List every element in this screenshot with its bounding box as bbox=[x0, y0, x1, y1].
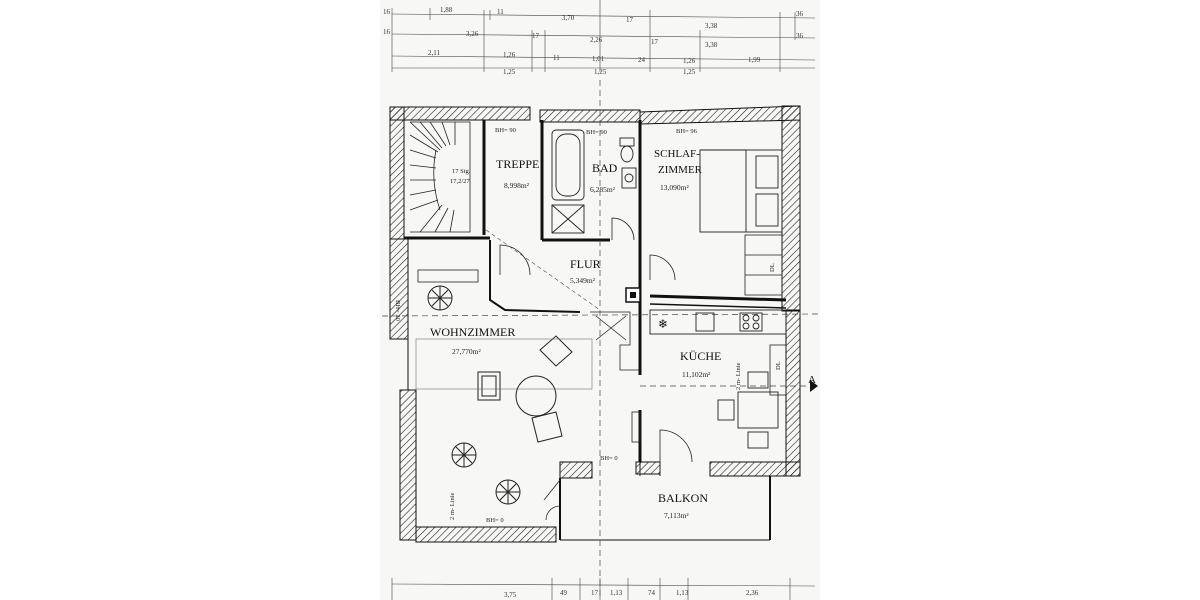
dim-text: 3,75 bbox=[504, 591, 517, 599]
bad-door-swing bbox=[611, 217, 635, 241]
dimension-row-3: 2,11 1,26 11 1,01 24 1,26 1,99 bbox=[428, 49, 761, 65]
stairs-count: 17 Stg. bbox=[452, 168, 471, 175]
room-name-treppe: TREPPE bbox=[496, 157, 539, 171]
room-name-bad: BAD bbox=[592, 161, 618, 175]
dim-text: 1,25 bbox=[683, 68, 696, 76]
toilet bbox=[619, 137, 635, 163]
dim-text: 17 bbox=[626, 16, 634, 24]
room-area-balkon: 7,113m² bbox=[664, 511, 689, 520]
dim-text: 1,88 bbox=[440, 6, 453, 14]
section-marker: A bbox=[808, 374, 816, 386]
dim-text: 3,38 bbox=[705, 41, 718, 49]
bh-balkon: BH= 0 bbox=[600, 455, 618, 462]
dim-text: 2,26 bbox=[590, 36, 603, 44]
flur-door-swing bbox=[499, 244, 531, 276]
bh-bad: BH= 90 bbox=[586, 129, 607, 136]
dim-text: 1,13 bbox=[610, 589, 623, 597]
balkon-door bbox=[639, 462, 661, 476]
bh-wohn-side: BH= 30 bbox=[394, 300, 401, 321]
dl-label: DL bbox=[775, 361, 782, 370]
dim-text: 1,25 bbox=[594, 68, 607, 76]
dim-text: 1,26 bbox=[683, 57, 696, 65]
plant bbox=[495, 479, 521, 505]
dim-text: 11 bbox=[497, 8, 504, 16]
staircase bbox=[409, 121, 471, 233]
dim-text: 36 bbox=[796, 32, 804, 40]
bottom-dimension-chain bbox=[391, 578, 816, 600]
section-marker-arrow bbox=[810, 380, 818, 392]
dining-table bbox=[717, 371, 779, 449]
room-area-treppe: 8,998m² bbox=[504, 181, 530, 190]
dim-text: 1,25 bbox=[503, 68, 516, 76]
sideboard bbox=[417, 269, 479, 283]
bottom-dimensions: 3,75 49 17 1,13 74 1,13 2,36 bbox=[504, 589, 759, 599]
room-name-schlaf-1: SCHLAF- bbox=[654, 148, 700, 160]
dim-text: 3,70 bbox=[562, 14, 575, 22]
room-area-flur: 5,349m² bbox=[570, 276, 596, 285]
stair-opening bbox=[590, 311, 640, 371]
dim-text: 17 bbox=[591, 589, 599, 597]
dim-text: 17 bbox=[532, 32, 540, 40]
armchair bbox=[477, 371, 501, 401]
dim-text: 1,26 bbox=[503, 51, 516, 59]
freezer-icon: ❄ bbox=[658, 317, 668, 331]
dim-text: 11 bbox=[553, 54, 560, 62]
dim-left-mark: 16 bbox=[383, 8, 391, 16]
wohn-window-arc bbox=[545, 505, 561, 521]
room-name-wohnzimmer: WOHNZIMMER bbox=[430, 325, 515, 339]
room-name-balkon: BALKON bbox=[658, 491, 708, 505]
wohn-door-swing bbox=[543, 479, 561, 501]
room-name-schlaf-2: ZIMMER bbox=[658, 164, 703, 176]
dim-text: 2,11 bbox=[428, 49, 440, 57]
schlaf-door-swing bbox=[649, 254, 676, 281]
dimension-row-2: 3,26 17 2,26 17 3,38 36 bbox=[466, 30, 804, 49]
dim-text: 1,99 bbox=[748, 56, 761, 64]
room-area-bad: 6,285m² bbox=[590, 185, 616, 194]
plant bbox=[427, 285, 453, 311]
bed bbox=[699, 149, 783, 233]
bh-wohn-bottom: BH= 0 bbox=[486, 517, 504, 524]
dim-text: 3,26 bbox=[466, 30, 479, 38]
plant bbox=[451, 442, 477, 468]
dim-text: 1,13 bbox=[676, 589, 689, 597]
bathtub bbox=[551, 129, 585, 234]
dim-left-mark: 16 bbox=[383, 28, 391, 36]
kueche-door-swing bbox=[659, 429, 693, 463]
washbasin bbox=[621, 167, 637, 189]
dim-text: 74 bbox=[648, 589, 656, 597]
armchair bbox=[531, 411, 563, 443]
dim-text: 17 bbox=[651, 38, 659, 46]
room-name-flur: FLUR bbox=[570, 257, 601, 271]
inner-partition bbox=[415, 338, 593, 390]
round-table bbox=[515, 375, 557, 417]
flur-diagonal bbox=[485, 229, 601, 311]
room-area-wohnzimmer: 27,770m² bbox=[452, 347, 481, 356]
walls bbox=[389, 105, 801, 543]
dim-text: 1,01 bbox=[592, 55, 605, 63]
dim-text: 24 bbox=[638, 56, 646, 64]
bh-treppe: BH= 90 bbox=[495, 127, 516, 134]
dim-text: 36 bbox=[796, 10, 804, 18]
dimension-row-1: 1,88 11 3,70 17 3,38 36 bbox=[440, 6, 804, 30]
dim-text: 3,38 bbox=[705, 22, 718, 30]
bh-schlaf: BH= 96 bbox=[676, 128, 698, 135]
wardrobe bbox=[744, 234, 783, 296]
kitchen-counter bbox=[649, 309, 787, 335]
dimension-row-4: 1,25 1,25 1,25 bbox=[503, 68, 696, 76]
room-name-kueche: KÜCHE bbox=[680, 349, 721, 363]
dim-text: 2,36 bbox=[746, 589, 759, 597]
two-meter-line-kueche: 2 m- Linie bbox=[735, 362, 742, 390]
room-area-schlaf: 13,090m² bbox=[660, 183, 689, 192]
room-area-kueche: 11,102m² bbox=[682, 370, 711, 379]
two-meter-line-wohn: 2 m- Linie bbox=[449, 492, 456, 520]
dl-label: DL bbox=[769, 263, 776, 272]
dim-text: 49 bbox=[560, 589, 568, 597]
kitchen-shelf bbox=[631, 344, 787, 443]
armchair bbox=[539, 335, 573, 367]
section-lines bbox=[381, 80, 821, 600]
stairs-ratio: 17,2/27 bbox=[450, 178, 470, 185]
top-dimension-chains bbox=[391, 0, 816, 72]
